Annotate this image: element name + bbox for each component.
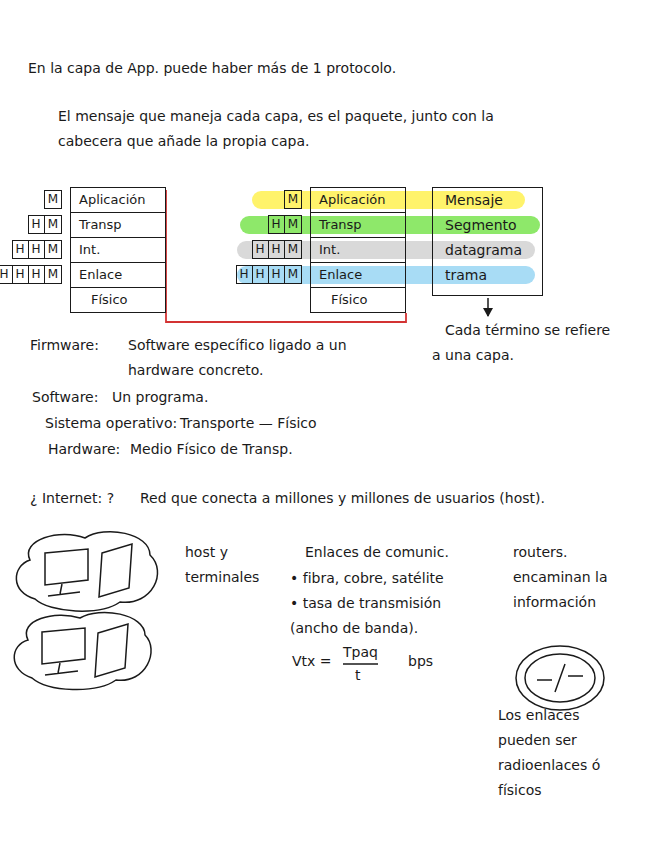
layer-name: Transp bbox=[71, 213, 165, 238]
note-text: Firmware: bbox=[30, 333, 99, 358]
note-text: Sistema operativo: bbox=[45, 411, 177, 436]
cloud-outline bbox=[16, 532, 157, 611]
header-field: H bbox=[29, 216, 44, 233]
note-text: t bbox=[355, 663, 361, 688]
note-text: Cada término se refiere a una capa. bbox=[432, 318, 617, 368]
computer-stand bbox=[45, 663, 78, 675]
layer-name: Físico bbox=[71, 288, 165, 312]
layer-name: Aplicación bbox=[71, 188, 165, 213]
note-text: Enlaces de comunic. bbox=[305, 540, 449, 565]
note-text: host y terminales bbox=[185, 540, 270, 590]
header-box: HM bbox=[28, 215, 62, 234]
header-field: H bbox=[268, 241, 284, 258]
header-field: M bbox=[44, 241, 61, 258]
header-box: HHHM bbox=[0, 265, 62, 284]
note-text: ¿ Internet: ? bbox=[30, 486, 114, 511]
note-text: El mensaje que maneja cada capa, es el p… bbox=[58, 104, 498, 154]
note-text: bps bbox=[408, 649, 433, 674]
header-box: HHM bbox=[252, 240, 302, 259]
header-field: H bbox=[253, 241, 268, 258]
router-symbol bbox=[537, 664, 583, 692]
header-field: M bbox=[284, 241, 301, 258]
layer-name: Int. bbox=[311, 238, 405, 263]
header-field: H bbox=[268, 266, 284, 283]
note-text: Vtx = bbox=[292, 649, 332, 674]
header-field: M bbox=[284, 266, 301, 283]
header-field: H bbox=[28, 241, 44, 258]
header-box: HM bbox=[268, 215, 302, 234]
layer-name: Enlace bbox=[71, 263, 165, 288]
pdu-term: Mensaje bbox=[433, 188, 542, 213]
layer-name: Enlace bbox=[311, 263, 405, 288]
note-text: En la capa de App. puede haber más de 1 … bbox=[28, 56, 396, 81]
layer-stack: AplicaciónTranspInt.EnlaceFísico bbox=[310, 187, 406, 313]
highlight-band bbox=[237, 266, 535, 284]
header-field: H bbox=[269, 216, 284, 233]
pointer-arrow bbox=[487, 298, 489, 316]
cloud-outline bbox=[14, 612, 151, 689]
header-box: M bbox=[44, 190, 62, 209]
header-box: HHHM bbox=[236, 265, 302, 284]
header-box: HHM bbox=[12, 240, 62, 259]
header-field: M bbox=[44, 266, 61, 283]
note-text: • tasa de transmisión (ancho de banda). bbox=[290, 591, 465, 641]
router-symbol bbox=[516, 646, 604, 710]
note-text: routers. encaminan la información bbox=[513, 540, 633, 615]
phone-device bbox=[95, 624, 128, 677]
note-text: Tpaq bbox=[343, 640, 378, 665]
header-field: M bbox=[45, 191, 61, 208]
pdu-term: trama bbox=[433, 263, 542, 288]
header-field: M bbox=[284, 216, 301, 233]
note-text: • fibra, cobre, satélite bbox=[290, 566, 444, 591]
header-field: H bbox=[0, 266, 12, 283]
header-field: M bbox=[285, 191, 301, 208]
header-box: M bbox=[284, 190, 302, 209]
pdu-term: Segmento bbox=[433, 213, 542, 238]
connector-line bbox=[166, 190, 406, 322]
note-text: Los enlaces pueden ser radioenlaces ó fí… bbox=[498, 703, 623, 803]
header-field: M bbox=[44, 216, 61, 233]
layer-name: Transp bbox=[311, 213, 405, 238]
layer-stack: AplicaciónTranspInt.EnlaceFísico bbox=[70, 187, 166, 313]
note-text: Software: bbox=[32, 385, 98, 410]
layer-name: Int. bbox=[71, 238, 165, 263]
note-text: Un programa. bbox=[112, 385, 208, 410]
router-symbol bbox=[525, 654, 595, 702]
computer-screen bbox=[45, 549, 88, 585]
note-text: Medio Físico de Transp. bbox=[130, 437, 293, 462]
header-field: H bbox=[28, 266, 44, 283]
computer-stand bbox=[48, 584, 80, 596]
header-field: H bbox=[237, 266, 252, 283]
computer-screen bbox=[42, 628, 85, 664]
note-text: Transporte — Físico bbox=[180, 411, 317, 436]
phone-device bbox=[99, 544, 132, 597]
header-field: H bbox=[13, 241, 28, 258]
pdu-term: datagrama bbox=[433, 238, 542, 263]
header-field: H bbox=[252, 266, 268, 283]
term-box: MensajeSegmentodatagramatrama bbox=[432, 187, 543, 296]
note-text: Hardware: bbox=[48, 437, 120, 462]
header-field: H bbox=[12, 266, 28, 283]
layer-name: Aplicación bbox=[311, 188, 405, 213]
note-text: Red que conecta a millones y millones de… bbox=[140, 486, 545, 511]
fraction-bar bbox=[343, 663, 378, 664]
layer-name: Físico bbox=[311, 288, 405, 312]
note-text: Software específico ligado a un hardware… bbox=[128, 333, 363, 383]
